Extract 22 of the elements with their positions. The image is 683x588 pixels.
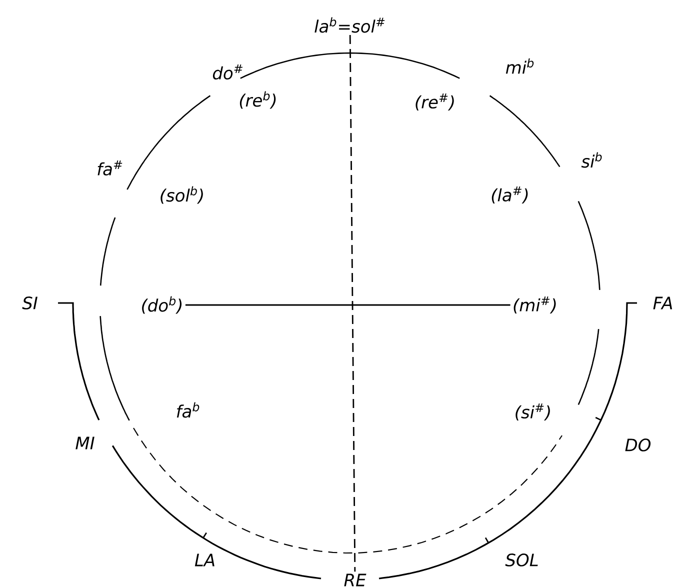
note-label: (re$^{b}$) [240,91,276,109]
note-label: DO [625,438,651,452]
note-label: fa$^{b}$ [176,402,200,418]
connector-line [185,304,510,306]
note-label: (sol$^{b}$) [160,186,203,204]
connector-line [349,34,356,572]
note-label: la$^{b}$=sol$^{#}$ [314,17,385,33]
note-label: MI [76,436,94,450]
note-label: RE [344,574,366,586]
note-label: LA [194,554,214,566]
note-label: (re$^{#}$) [416,93,454,111]
note-label: si$^{b}$ [581,152,602,168]
note-label: FA [653,296,672,310]
note-label: (mi$^{#}$) [514,296,556,314]
note-label: SOL [505,554,538,566]
note-label: mi$^{b}$ [506,58,534,74]
note-label: (si$^{#}$) [516,403,550,421]
note-label: (do$^{b}$) [142,296,182,314]
note-label: SI [22,296,38,310]
note-label: fa$^{#}$ [98,160,122,176]
note-label: do$^{#}$ [212,64,243,80]
note-label: (la$^{#}$) [492,186,528,204]
